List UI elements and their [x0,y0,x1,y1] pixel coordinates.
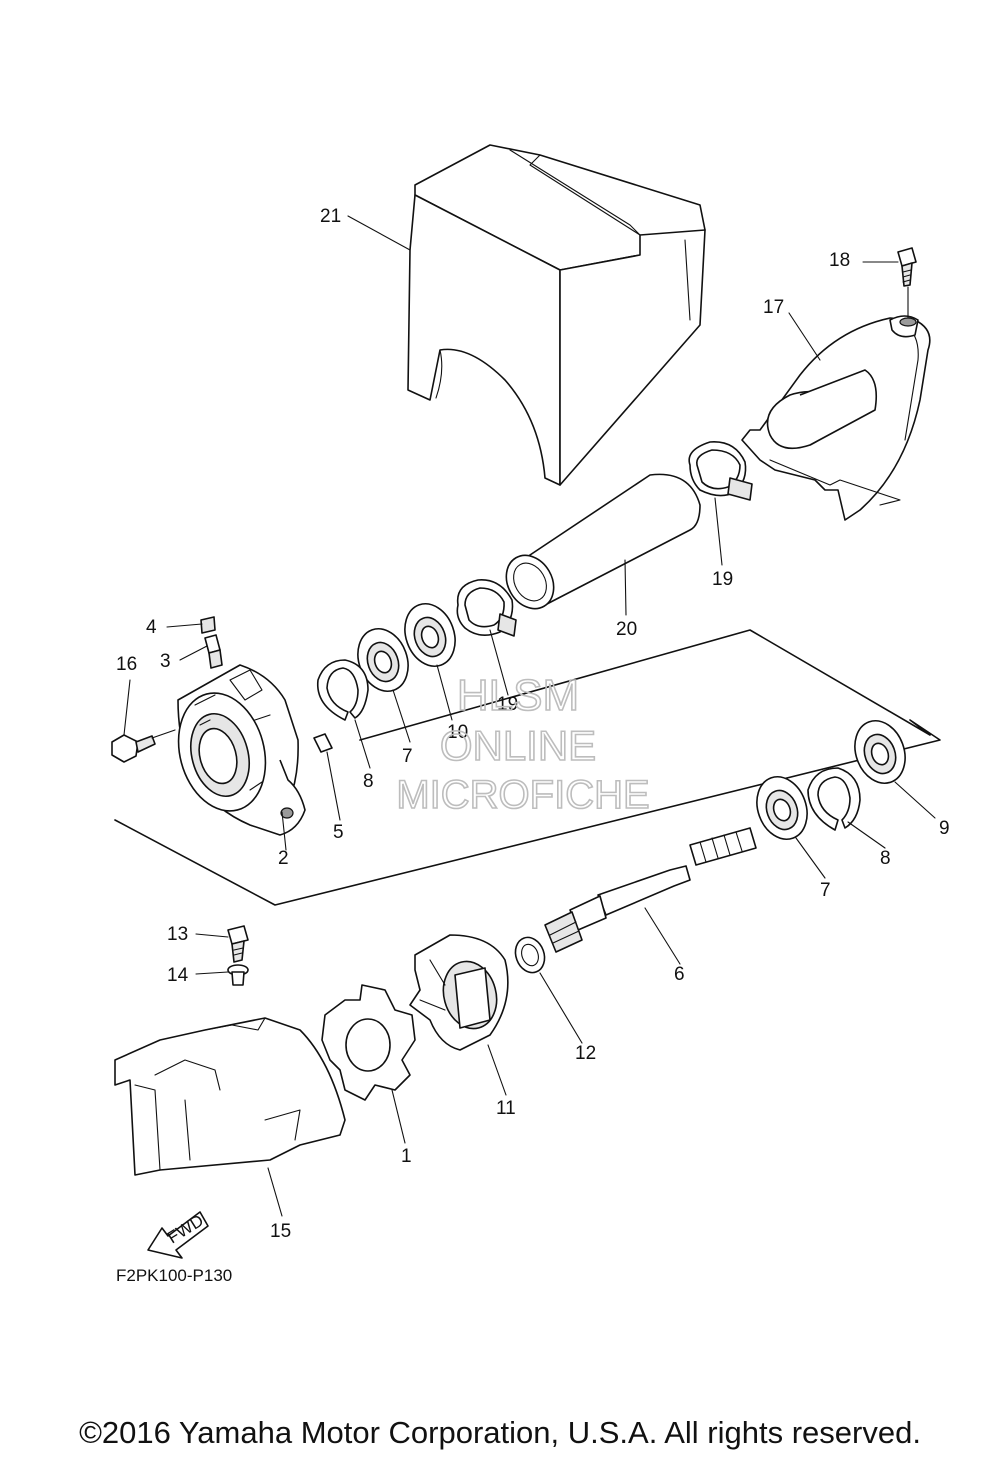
label-21: 21 [320,206,341,227]
part-labels: 21 18 17 19 20 19 10 7 8 4 3 16 5 2 9 8 … [116,206,950,1242]
label-7-upper: 7 [402,746,413,767]
part-17-nozzle-bracket [741,315,931,521]
watermark-line3: MICROFICHE [396,773,649,817]
fwd-direction-arrow: FWD [147,1211,209,1259]
watermark-line1: HLSM [457,671,579,720]
part-2-housing [177,664,306,836]
part-1-damper [321,984,416,1101]
part-6-drive-shaft [544,827,757,953]
label-17: 17 [763,297,784,318]
part-14-collar [227,964,249,986]
part-10-bearing [404,603,456,667]
label-3: 3 [160,651,171,672]
label-13: 13 [167,924,188,945]
part-20-hose [505,473,701,610]
label-11: 11 [496,1098,516,1119]
watermark-line2: ONLINE [440,722,596,769]
part-7-bearing-lower [756,776,808,840]
label-6: 6 [674,964,685,985]
label-16: 16 [116,654,137,675]
copyright-notice: ©2016 Yamaha Motor Corporation, U.S.A. A… [79,1415,921,1450]
diagram-code: F2PK100-P130 [116,1266,232,1285]
part-8-circlip-lower [807,767,861,831]
assembly-outline [114,629,941,906]
label-18: 18 [829,250,850,271]
part-11-coupling [409,934,509,1051]
label-8-lower: 8 [880,848,891,869]
watermark: HLSM ONLINE MICROFICHE [396,670,651,818]
part-16-bolt [111,729,176,763]
part-13-bolt [227,925,249,963]
label-9: 9 [939,818,950,839]
label-7-lower: 7 [820,880,831,901]
part-5-pin [313,733,333,753]
label-8-upper: 8 [363,771,374,792]
part-19-clamp-upper [688,441,753,501]
part-4-cap [200,616,216,634]
label-12: 12 [575,1043,596,1064]
label-15: 15 [270,1221,291,1242]
label-5: 5 [333,822,344,843]
part-18-bolt [897,247,917,319]
label-14: 14 [167,965,189,986]
part-9-bearing [854,720,906,784]
label-19-lower: 19 [497,694,518,715]
part-19-clamp-lower [456,579,517,637]
leader-lines [123,215,936,1217]
label-1: 1 [401,1146,412,1167]
label-4: 4 [146,617,157,638]
label-2: 2 [278,848,289,869]
part-21-cover [407,144,706,486]
label-10: 10 [447,722,468,743]
part-7-bearing-upper [357,628,409,692]
label-20: 20 [616,619,637,640]
part-15-bracket [114,1017,346,1176]
part-8-circlip-upper [316,659,369,721]
label-19-upper: 19 [712,569,733,590]
part-12-spacer [514,936,546,974]
part-3-nipple [204,634,223,669]
